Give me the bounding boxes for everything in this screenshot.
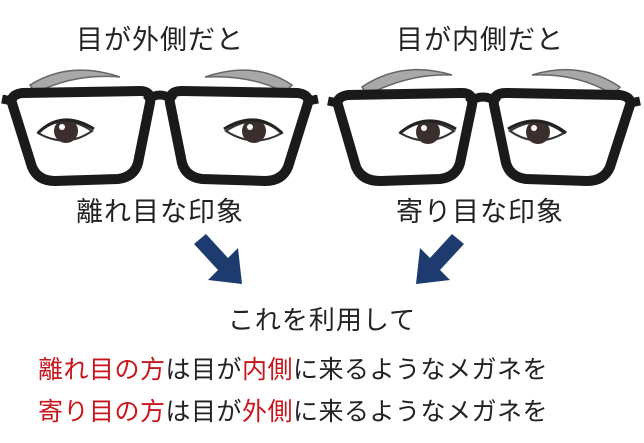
left-lens-left: [6, 86, 156, 186]
line1-ending: に来るようなメガネを: [293, 355, 549, 384]
left-bottom-label: 離れ目な印象: [76, 197, 244, 228]
left-lens-right: [164, 86, 314, 186]
middle-label: これを利用して: [227, 306, 417, 336]
right-lens-left: [332, 88, 478, 186]
line1-subject: 離れ目の方: [38, 355, 166, 384]
left-top-label: 目が外側だと: [76, 25, 244, 56]
line2-subject: 寄り目の方: [38, 397, 166, 426]
right-lens-right: [488, 88, 636, 186]
left-eye-left: [36, 118, 95, 143]
right-bottom-label: 寄り目な印象: [396, 197, 564, 228]
right-eye-left: [398, 119, 457, 144]
left-brow-left: [28, 69, 121, 94]
right-brow-left: [360, 68, 453, 96]
right-eye-right: [507, 119, 567, 144]
line2-ending: に来るようなメガネを: [293, 397, 549, 426]
line2-connector: は目が: [165, 397, 243, 426]
right-bridge: [465, 92, 501, 107]
line2-position: 外側: [242, 397, 294, 426]
left-eye-right: [223, 118, 284, 143]
line1-connector: は目が: [165, 355, 243, 384]
instruction-line-2: 寄り目の方は目が外側に来るようなメガネを: [38, 392, 548, 428]
right-top-label: 目が内側だと: [396, 25, 564, 56]
arrow-down-right-icon: [194, 234, 242, 284]
left-bridge: [143, 90, 177, 105]
instruction-line-1: 離れ目の方は目が内側に来るようなメガネを: [38, 350, 548, 386]
arrow-down-left-icon: [416, 234, 464, 284]
glasses-left-illustration: [1, 69, 319, 186]
glasses-right-illustration: [327, 68, 641, 186]
line1-position: 内側: [242, 355, 294, 384]
